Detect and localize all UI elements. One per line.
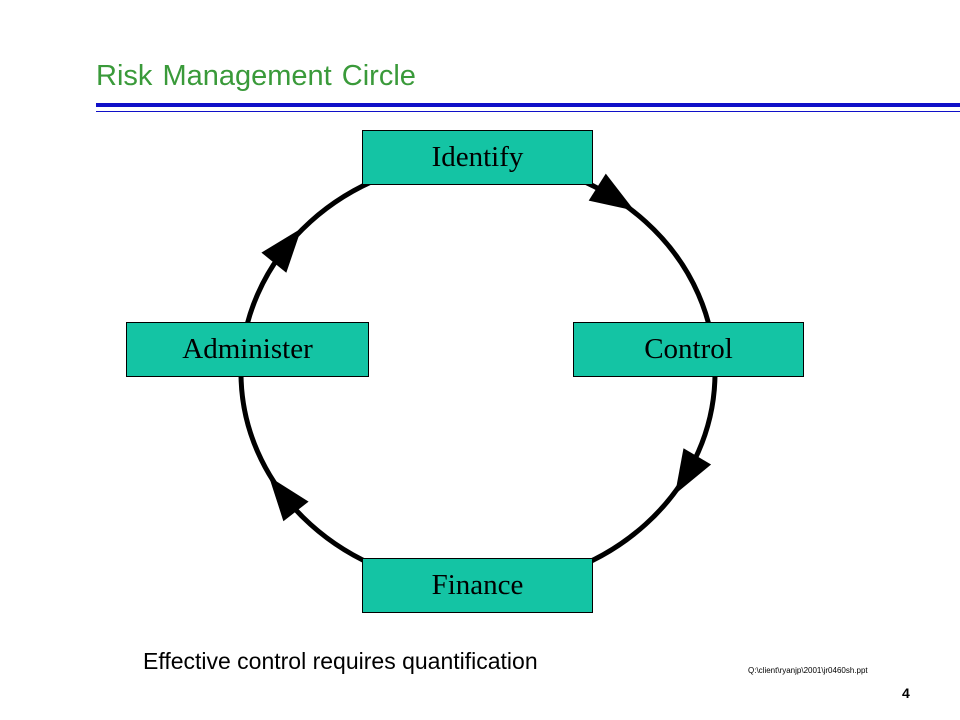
- node-control: Control: [573, 322, 804, 377]
- arrow-layer: [261, 173, 712, 522]
- file-path: Q:\client\ryanjp\2001\jr0460sh.ppt: [748, 666, 868, 675]
- arrow-identify-to-control: [588, 173, 635, 211]
- title-rule-thin: [96, 111, 960, 112]
- node-administer: Administer: [126, 322, 369, 377]
- node-identify: Identify: [362, 130, 593, 185]
- arrow-finance-to-administer: [269, 476, 309, 522]
- slide-title: Risk Management Circle: [96, 60, 416, 92]
- slide-caption: Effective control requires quantificatio…: [143, 648, 538, 674]
- node-finance: Finance: [362, 558, 593, 613]
- page-number: 4: [902, 685, 910, 701]
- title-rule-thick: [96, 103, 960, 107]
- arrow-control-to-finance: [675, 448, 712, 495]
- arrow-administer-to-identify: [261, 228, 302, 273]
